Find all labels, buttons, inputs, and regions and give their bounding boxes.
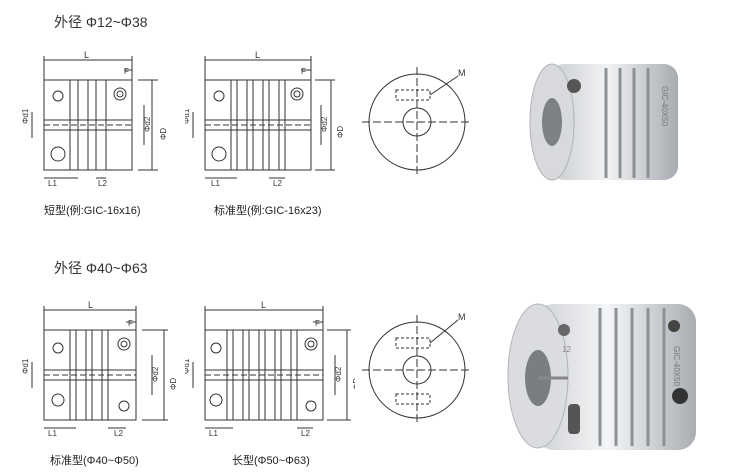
photo-number: 12 (562, 345, 571, 354)
dim-F: F (315, 319, 320, 328)
dim-L1: L1 (211, 179, 220, 188)
dim-L: L (88, 300, 93, 310)
dim-L1: L1 (209, 429, 218, 438)
short-coupling-drawing: L F Φd1 Φd2 ΦD L1 L2 (21, 50, 168, 188)
standard-large-coupling-drawing: L F Φd1 Φd2 ΦD L1 L2 (21, 300, 178, 438)
dim-M: M (458, 68, 466, 78)
dim-d1: Φd1 (21, 108, 30, 124)
dim-d1: Φd1 (185, 358, 191, 374)
short-caption: 短型(例:GIC-16x16) (44, 205, 141, 217)
dim-D: ΦD (159, 128, 168, 140)
dim-d2: Φd2 (143, 116, 152, 132)
section2-title: 外径 Φ40~Φ63 (54, 260, 148, 276)
photo-engraving-top: GIC-40X50 (660, 86, 669, 127)
long-caption: 长型(Φ50~Φ63) (232, 455, 310, 467)
dim-F: F (301, 67, 306, 76)
dim-L1: L1 (48, 179, 57, 188)
dim-L1: L1 (48, 429, 57, 438)
standard-caption: 标准型(例:GIC-16x23) (214, 205, 322, 217)
dim-F: F (128, 319, 133, 328)
dim-L2: L2 (98, 179, 107, 188)
cross-section-drawing-large: M (362, 312, 472, 425)
standard-coupling-drawing: L F Φd1 Φd2 ΦD L1 L2 (185, 50, 345, 188)
standard-large-caption: 标准型(Φ40~Φ50) (50, 455, 139, 467)
coupling-photo-long: 12 GIC-40X50 (507, 303, 696, 450)
section1-title: 外径 Φ12~Φ38 (54, 14, 148, 30)
cross-section-drawing: M (362, 67, 472, 177)
dim-L: L (84, 50, 89, 60)
coupling-photo-short: GIC-40X50 (529, 63, 678, 181)
dim-L: L (261, 300, 266, 310)
dim-L2: L2 (301, 429, 310, 438)
dim-M: M (458, 312, 466, 322)
photo-engraving-bottom: GIC-40X50 (672, 346, 681, 387)
dim-L: L (255, 50, 260, 60)
dim-D: ΦD (336, 126, 345, 138)
dim-L2: L2 (273, 179, 282, 188)
dim-L2: L2 (114, 429, 123, 438)
dim-F: F (124, 67, 129, 76)
dim-d1: Φd1 (185, 108, 191, 124)
dim-d2: Φd2 (151, 366, 160, 382)
dim-d2: Φd2 (334, 366, 343, 382)
dim-D: ΦD (352, 378, 355, 390)
long-coupling-drawing: L F Φd1 Φd2 ΦD L1 L2 (185, 300, 355, 438)
dim-D: ΦD (169, 378, 178, 390)
dim-d1: Φd1 (21, 358, 30, 374)
dim-d2: Φd2 (320, 116, 329, 132)
